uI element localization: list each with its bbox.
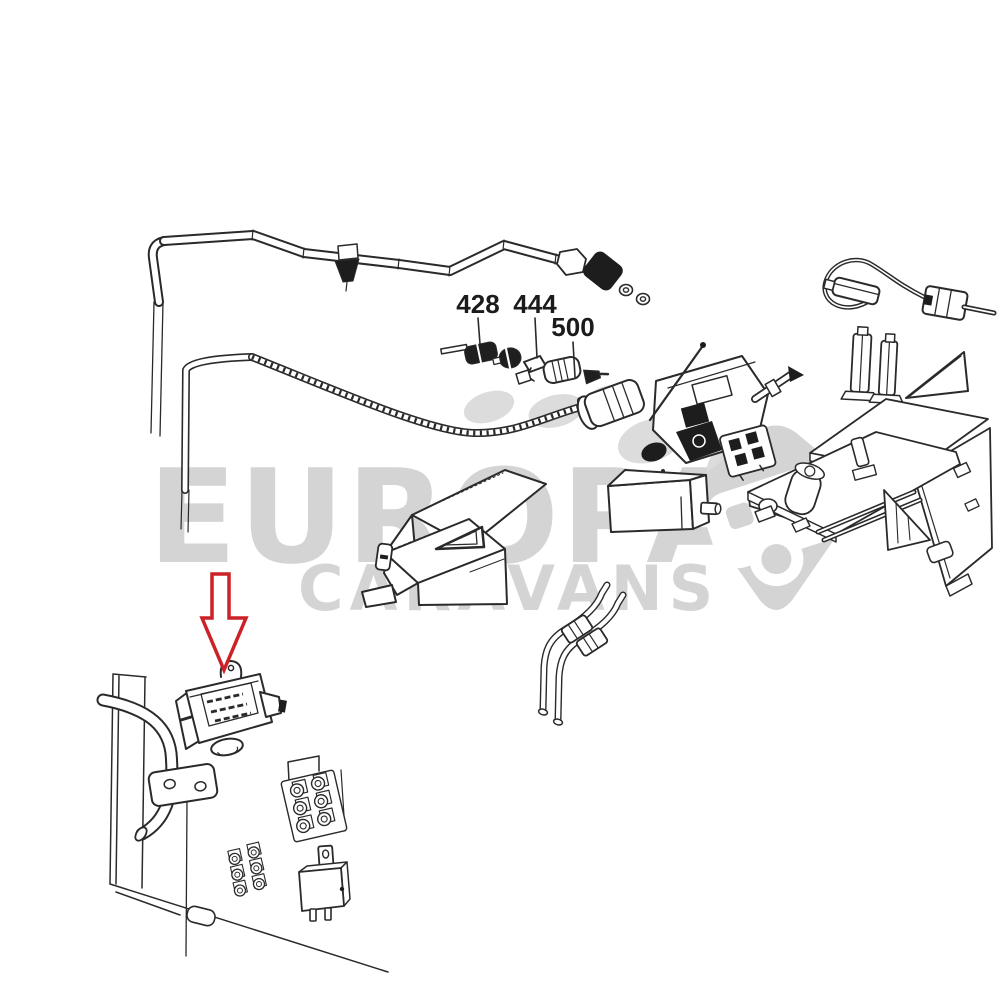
line-art-layer (96, 229, 997, 973)
gas-valve-assembly (576, 342, 804, 481)
burner-feed-tubes (537, 581, 627, 726)
watermark-line2: CARAVANS (298, 552, 719, 625)
part-label-444: 444 (513, 289, 557, 319)
pipe-clamp (334, 243, 360, 292)
pipe-end-fitting (556, 248, 651, 306)
warning-cover (361, 469, 547, 608)
part-label-500: 500 (551, 312, 594, 342)
warning-triangle-icon (434, 525, 486, 551)
terminal-block-large (280, 755, 348, 843)
tube-fitting (575, 627, 609, 657)
interrupter-part (492, 347, 522, 370)
side-panel-with-tube (96, 673, 389, 973)
label-leader-lines (477, 317, 576, 378)
burner-cylinder (784, 462, 825, 516)
ignition-cable (822, 257, 997, 321)
valve-coil (576, 379, 645, 430)
part-label-428: 428 (456, 289, 499, 319)
spade-terminal-block (719, 424, 777, 481)
cable-connector (921, 285, 969, 321)
control-unit (175, 660, 287, 757)
terminal-block-small (227, 841, 268, 897)
sensor-part-428 (440, 341, 498, 365)
cover-clip (374, 542, 394, 572)
gas-supply-pipe (147, 229, 651, 437)
logo-caravan-window (725, 502, 754, 530)
interrupter-part-444 (515, 355, 547, 385)
solenoid-part-500 (542, 355, 610, 385)
tube-fitting (560, 614, 594, 644)
mounting-bracket-plate (147, 763, 219, 807)
mounting-brackets (840, 326, 969, 405)
cable-connector (822, 276, 881, 306)
control-box (607, 469, 722, 533)
relay (298, 844, 351, 922)
part-number-labels: 428 444 500 (456, 289, 595, 378)
mounting-plate-assembly (747, 398, 993, 597)
red-down-arrow-icon (199, 572, 249, 675)
